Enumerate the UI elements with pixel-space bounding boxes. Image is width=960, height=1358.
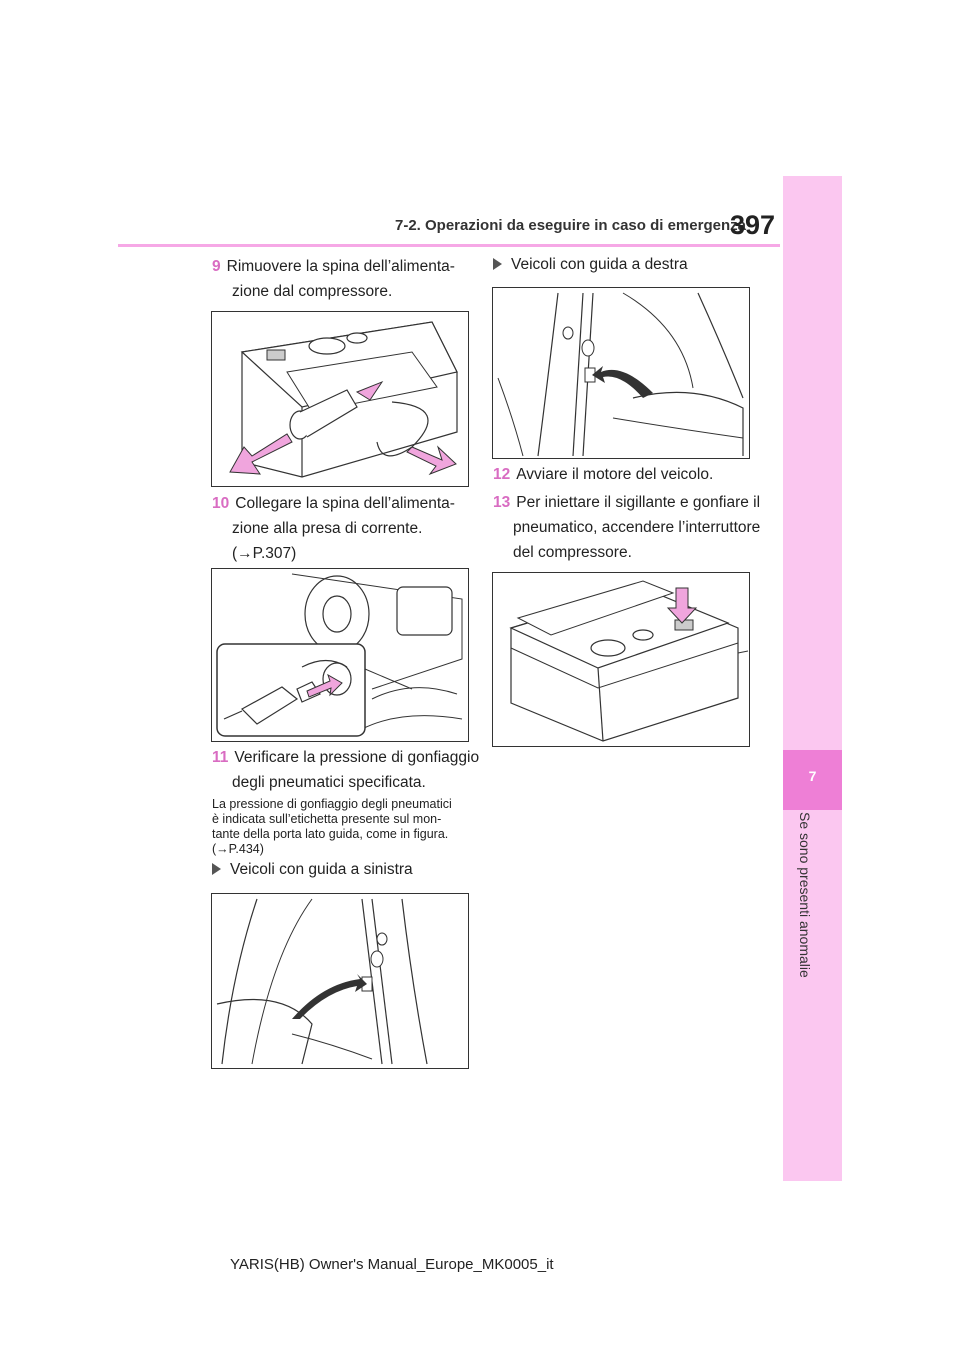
page-reference[interactable]: (→P.434) — [212, 842, 264, 856]
figure-compressor-switch — [492, 572, 750, 747]
step-text-line: zione alla presa di corrente. — [232, 520, 423, 537]
bullet-left-hand-drive: Veicoli con guida a sinistra — [212, 861, 413, 879]
footer-manual-id: YARIS(HB) Owner's Manual_Europe_MK0005_i… — [230, 1256, 554, 1273]
step-text-line: pneumatico, accendere l’interruttore — [513, 519, 761, 536]
step-9: 9 Rimuovere la spina dell’alimenta- zione… — [212, 254, 482, 304]
step-12: 12 Avviare il motore del veicolo. — [493, 462, 773, 487]
page-number: 397 — [730, 210, 776, 240]
note-line: è indicata sull’etichetta presente sul m… — [212, 812, 442, 826]
chapter-label: Se sono presenti anomalie — [797, 812, 813, 978]
step-10: 10 Collegare la spina dell’alimenta- zion… — [212, 491, 482, 566]
bullet-triangle-icon — [212, 863, 221, 875]
step-text-line: Collegare la spina dell’alimenta- — [235, 495, 455, 512]
step-text-line: del compressore. — [513, 544, 632, 561]
step-text-line: Avviare il motore del veicolo. — [516, 466, 714, 483]
figure-label-left-hand-drive — [211, 893, 469, 1069]
note-line: tante della porta lato guida, come in fi… — [212, 827, 449, 841]
figure-power-outlet — [211, 568, 469, 742]
step-number: 9 — [212, 258, 221, 275]
chapter-tab-active[interactable] — [783, 750, 842, 810]
step-number: 13 — [493, 494, 511, 511]
step-number: 12 — [493, 466, 511, 483]
step-13: 13 Per iniettare il sigillante e gonfiare… — [493, 490, 773, 565]
note-tire-pressure: La pressione di gonfiaggio degli pneumat… — [212, 797, 482, 857]
step-text-line: Per iniettare il sigillante e gonfiare i… — [516, 494, 761, 511]
bullet-triangle-icon — [493, 258, 502, 270]
note-line: La pressione di gonfiaggio degli pneumat… — [212, 797, 452, 811]
chapter-number: 7 — [808, 768, 817, 784]
step-text-line: degli pneumatici specificata. — [232, 774, 426, 791]
header-divider — [118, 244, 780, 247]
chapter-side-tab — [783, 176, 842, 1181]
figure-compressor-unplug — [211, 311, 469, 487]
section-title: 7-2. Operazioni da eseguire in caso di e… — [395, 217, 746, 234]
step-text-line: zione dal compressore. — [232, 283, 393, 300]
step-number: 11 — [212, 749, 229, 766]
bullet-label: Veicoli con guida a destra — [511, 256, 688, 273]
bullet-label: Veicoli con guida a sinistra — [230, 861, 413, 878]
page-reference[interactable]: (→P.307) — [232, 545, 297, 562]
step-text-line: Verificare la pressione di gonfiaggio — [234, 749, 480, 766]
step-number: 10 — [212, 495, 230, 512]
figure-label-right-hand-drive — [492, 287, 750, 459]
step-text-line: Rimuovere la spina dell’alimenta- — [226, 258, 455, 275]
bullet-right-hand-drive: Veicoli con guida a destra — [493, 256, 688, 274]
